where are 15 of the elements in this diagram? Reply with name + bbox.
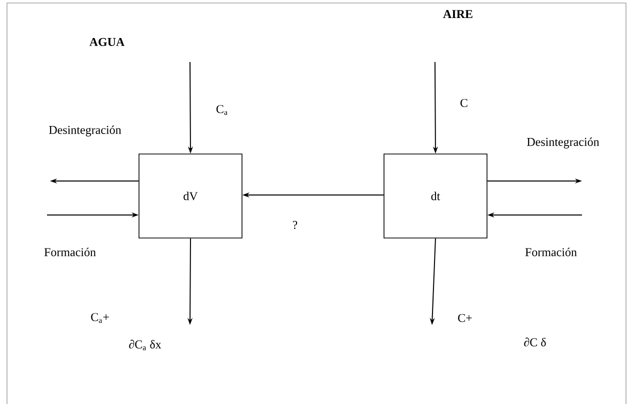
edge-label: C [460, 98, 468, 108]
edge-label: Formación [525, 248, 577, 256]
edge-label: ? [292, 220, 298, 230]
edge-label: Formación [44, 248, 96, 256]
heading: AGUA [89, 38, 125, 46]
edge-label: C$_{a}$ [216, 105, 228, 115]
edge-label: Desintegración [49, 126, 122, 136]
heading: AIRE [443, 10, 472, 18]
process-box: dt [384, 154, 488, 238]
term-label: C$_{a}$+ [91, 313, 109, 323]
term-label: C+ [458, 314, 472, 322]
edge-label: Desintegración [527, 138, 600, 148]
process-box: dV [138, 154, 242, 238]
derivative-term: ∂C δ [524, 338, 546, 346]
derivative-term: ∂C$_{a}$ δx [129, 340, 162, 350]
